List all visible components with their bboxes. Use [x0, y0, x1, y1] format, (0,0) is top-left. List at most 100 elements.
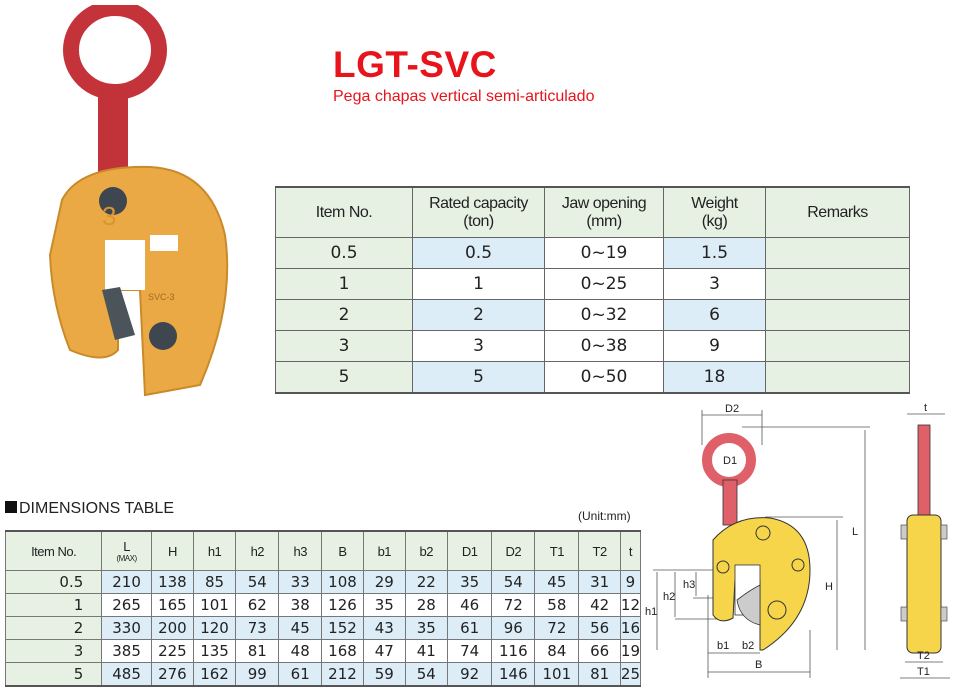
label-D1: D1	[723, 455, 737, 467]
label-h1: h1	[645, 606, 657, 618]
dim-cell: 22	[404, 570, 448, 594]
dim-cell: 54	[235, 570, 280, 594]
dim-cell: 33	[278, 570, 322, 594]
label-b2: b2	[742, 640, 754, 652]
dim-cell: 135	[192, 639, 237, 663]
dim-col-t2: T2	[578, 530, 621, 571]
bolt-icon	[149, 322, 177, 350]
dim-cell: 162	[192, 662, 237, 687]
col-remarks: Remarks	[765, 186, 910, 238]
spec-cell: 0~19	[544, 237, 664, 269]
label-b1: b1	[717, 640, 729, 652]
spec-cell: 18	[663, 361, 766, 394]
dim-cell: 5	[4, 662, 103, 687]
spec-cell: 1.5	[663, 237, 766, 269]
dim-cell: 85	[192, 570, 237, 594]
spec-cell: 0~38	[544, 330, 664, 362]
dim-cell: 212	[320, 662, 365, 687]
dim-col-t1: T1	[534, 530, 580, 571]
unit-note: (Unit:mm)	[578, 509, 631, 523]
label-B: B	[755, 659, 762, 671]
dim-cell: 152	[320, 616, 365, 640]
dim-col-h: H	[150, 530, 194, 571]
spec-cell: 0~25	[544, 268, 664, 300]
dim-cell: 126	[320, 593, 365, 617]
spec-cell	[765, 237, 910, 269]
dim-col-h3: h3	[278, 530, 322, 571]
square-bullet-icon	[5, 501, 17, 513]
spec-cell: 0~50	[544, 361, 664, 394]
dim-cell: 35	[446, 570, 493, 594]
spec-header-row: Item No. Rated capacity(ton) Jaw opening…	[275, 186, 910, 238]
dim-cell: 66	[578, 639, 621, 663]
dim-cell: 99	[235, 662, 280, 687]
spec-cell: 3	[412, 330, 545, 362]
dim-cell: 108	[320, 570, 365, 594]
dim-cell: 0.5	[4, 570, 103, 594]
diagram-body	[712, 517, 811, 651]
spec-cell: 6	[663, 299, 766, 331]
dim-cell: 1	[4, 593, 103, 617]
dim-cell: 59	[363, 662, 406, 687]
dim-cell: 72	[534, 616, 580, 640]
dim-cell: 2	[4, 616, 103, 640]
dim-cell: 116	[491, 639, 536, 663]
dim-cell: 385	[101, 639, 152, 663]
dim-cell: 168	[320, 639, 365, 663]
col-jaw-opening: Jaw opening(mm)	[544, 186, 664, 238]
dim-cell: 81	[578, 662, 621, 687]
dim-cell: 210	[101, 570, 152, 594]
col-weight: Weight(kg)	[663, 186, 766, 238]
jaw-opening	[105, 240, 145, 290]
dim-cell: 62	[235, 593, 280, 617]
label-t: t	[924, 402, 927, 414]
dim-cell: 225	[150, 639, 194, 663]
dimensions-title: DIMENSIONS TABLE	[5, 500, 174, 518]
dim-cell: 46	[446, 593, 493, 617]
spec-cell: 2	[412, 299, 545, 331]
dimension-diagram: D2 D1 L H h1 h2 h3 b1 b2 B t T2 T1	[645, 402, 950, 679]
dim-cell: 45	[278, 616, 322, 640]
label-T1: T1	[917, 666, 930, 678]
dim-cell: 29	[363, 570, 406, 594]
dim-cell: 35	[404, 616, 448, 640]
label-h2: h2	[663, 591, 675, 603]
spec-cell: 2	[275, 299, 413, 331]
dim-cell: 41	[404, 639, 448, 663]
product-photo: 3 SVC-3	[48, 5, 229, 397]
dim-cell: 54	[491, 570, 536, 594]
dim-cell: 92	[446, 662, 493, 687]
size-mark: 3	[102, 201, 116, 231]
dim-cell: 35	[363, 593, 406, 617]
dim-cell: 101	[192, 593, 237, 617]
dim-cell: 12	[619, 593, 642, 617]
spec-cell: 0~32	[544, 299, 664, 331]
spec-cell	[765, 268, 910, 300]
dim-cell: 47	[363, 639, 406, 663]
model-mark: SVC-3	[148, 292, 175, 302]
dim-cell: 146	[491, 662, 536, 687]
dim-col-itemno: Item No.	[4, 530, 103, 571]
label-sticker	[150, 235, 178, 251]
dim-cell: 56	[578, 616, 621, 640]
dim-cell: 16	[619, 616, 642, 640]
spec-cell	[765, 330, 910, 362]
spec-cell: 5	[275, 361, 413, 394]
label-L: L	[852, 526, 858, 538]
dim-col-b1: b1	[363, 530, 406, 571]
dim-col-d1: D1	[446, 530, 493, 571]
dim-cell: 200	[150, 616, 194, 640]
label-h3: h3	[683, 579, 695, 591]
cam-icon	[102, 287, 135, 340]
